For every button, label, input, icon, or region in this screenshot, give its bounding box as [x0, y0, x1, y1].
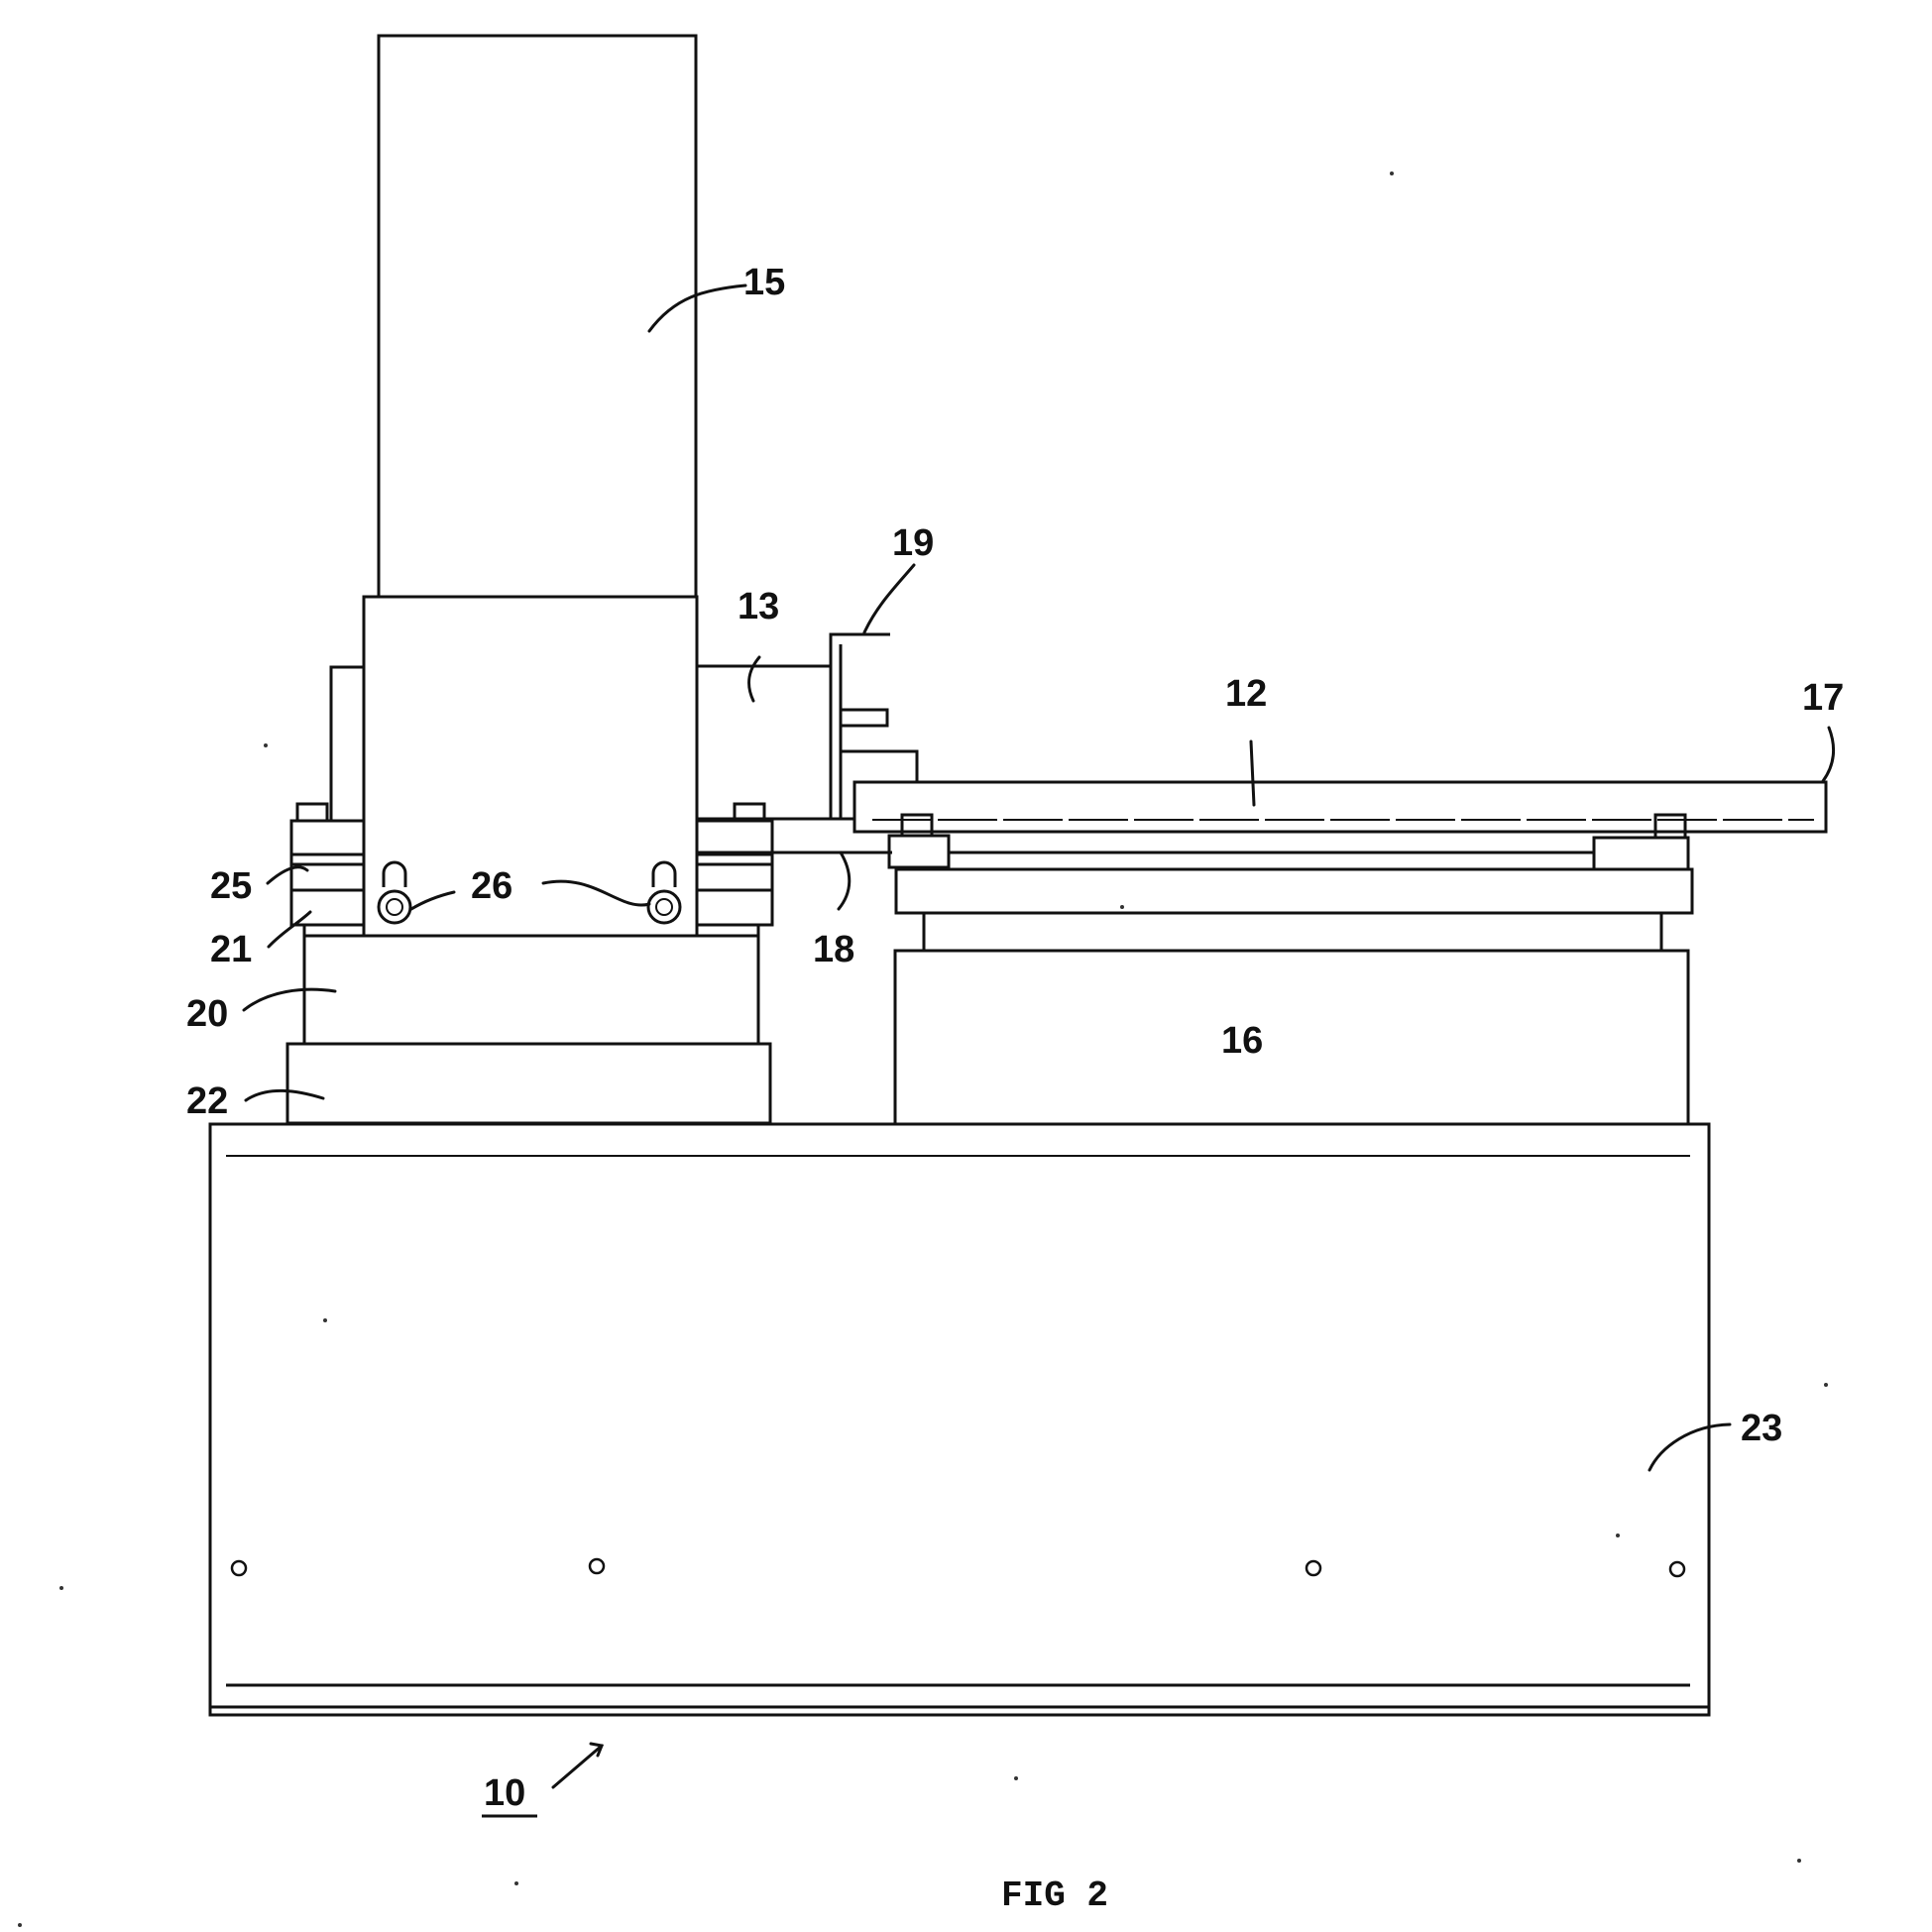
column-housing-15: [379, 36, 696, 597]
bolt-head-left: [297, 804, 327, 821]
label-22: 22: [186, 1080, 228, 1122]
label-15: 15: [743, 262, 785, 303]
label-12: 12: [1225, 673, 1267, 715]
eye-bolt-left: [379, 862, 410, 923]
rear-bracket: [331, 667, 364, 821]
label-20: 20: [186, 993, 228, 1035]
mount-hole-1: [232, 1561, 246, 1575]
stage-stack: [889, 815, 1692, 951]
label-25: 25: [210, 865, 252, 907]
scan-specks: [18, 171, 1828, 1927]
leader-lines: [244, 285, 1834, 1787]
label-13: 13: [738, 586, 779, 627]
label-17: 17: [1802, 677, 1844, 719]
label-16: 16: [1221, 1020, 1263, 1062]
label-18: 18: [813, 929, 854, 970]
top-plate-12: [854, 782, 1826, 832]
bracket-step: [841, 751, 917, 782]
clamp-bars: [291, 821, 772, 925]
eye-bolt-right: [648, 862, 680, 923]
mount-hole-3: [1307, 1561, 1320, 1575]
label-26: 26: [471, 865, 512, 907]
mount-hole-4: [1670, 1562, 1684, 1576]
arm-block-13: [696, 666, 831, 819]
label-23: 23: [1741, 1408, 1782, 1449]
mount-hole-2: [590, 1559, 604, 1573]
stage-block-16: [895, 951, 1688, 1124]
base-spacer-22: [287, 1044, 770, 1123]
base-cabinet-23: [210, 1124, 1709, 1715]
bracket-tab: [841, 710, 887, 726]
figure-caption: FIG 2: [1001, 1875, 1108, 1916]
link-rod-18: [697, 819, 892, 852]
carriage-block: [364, 597, 697, 936]
label-10: 10: [484, 1772, 525, 1814]
label-21: 21: [210, 929, 252, 970]
label-19: 19: [892, 522, 934, 564]
riser-block-20: [304, 936, 758, 1044]
